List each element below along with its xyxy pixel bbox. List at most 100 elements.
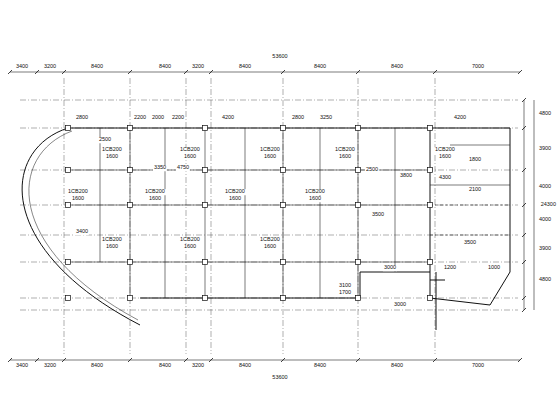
dimension-label: 4750 [176, 165, 190, 171]
dimension-label: 2200 [171, 115, 185, 121]
dim-tick [518, 70, 522, 74]
dimension-label: 53600 [271, 375, 288, 381]
dimension-label: 3100 [338, 283, 352, 289]
dimension-label: 53600 [271, 54, 288, 60]
dimension-label: 4000 [538, 184, 552, 190]
dimension-label: 1600 [105, 244, 119, 250]
dimension-label: 1CB200 [67, 189, 89, 195]
dimension-label: 7000 [471, 64, 485, 70]
dim-tick [522, 296, 526, 300]
dim-tick [8, 358, 12, 362]
dim-tick [128, 358, 132, 362]
dimension-label: 1600 [263, 244, 277, 250]
dim-tick [184, 70, 188, 74]
dim-tick [128, 70, 132, 74]
dimension-label: 8400 [313, 363, 327, 369]
dimension-label: 1700 [338, 290, 352, 296]
dimension-label: 7000 [471, 363, 485, 369]
dimension-label: 3500 [371, 212, 385, 218]
dimension-label: 1600 [148, 196, 162, 202]
dimension-label: 1600 [228, 196, 242, 202]
grid-axis [186, 78, 187, 354]
dimension-label: 3400 [75, 229, 89, 235]
column [356, 168, 361, 173]
dimension-label: 8400 [238, 363, 252, 369]
grid-axis [283, 78, 284, 354]
dimension-label: 1600 [338, 154, 352, 160]
grid-axis [358, 78, 359, 354]
dim-tick [356, 70, 360, 74]
grid-axis [20, 100, 518, 101]
dimension-label: 3200 [43, 363, 57, 369]
dim-tick [35, 358, 39, 362]
grid-axis [20, 205, 518, 206]
dimension-label: 3000 [383, 265, 397, 271]
dimension-label: 8400 [313, 64, 327, 70]
dimension-label: 8400 [238, 64, 252, 70]
grid-axis [20, 235, 518, 236]
column [356, 203, 361, 208]
grid-axis [20, 170, 518, 171]
dimension-label: 1CB200 [224, 189, 246, 195]
dimension-label: 8400 [390, 363, 404, 369]
dimension-label: 4800 [538, 277, 552, 283]
dim-tick [62, 358, 66, 362]
column [281, 296, 286, 301]
dimension-label: 3900 [538, 246, 552, 252]
dimension-label: 3350 [153, 165, 167, 171]
column [356, 260, 361, 265]
column [66, 203, 71, 208]
dimension-label: 2800 [291, 115, 305, 121]
dim-tick [62, 70, 66, 74]
column [128, 296, 133, 301]
column [128, 203, 133, 208]
dim-tick [522, 308, 526, 312]
dimension-label: 1CB200 [144, 189, 166, 195]
grid-axis [211, 78, 212, 354]
column [281, 203, 286, 208]
dim-tick [281, 70, 285, 74]
dimension-label: 1600 [71, 196, 85, 202]
dimension-label: 1600 [308, 196, 322, 202]
dimension-label: 2500 [98, 137, 112, 143]
dim-tick [522, 98, 526, 102]
dimension-label: 1CB200 [101, 147, 123, 153]
grid-axis [435, 78, 436, 354]
dimension-label: 8400 [390, 64, 404, 70]
column [128, 168, 133, 173]
dimension-label: 1CB200 [259, 147, 281, 153]
dimension-label: 2000 [151, 115, 165, 121]
dim-tick [35, 70, 39, 74]
column [128, 260, 133, 265]
column [428, 126, 433, 131]
dimension-label: 1600 [263, 154, 277, 160]
dimension-label: 1CB200 [259, 237, 281, 243]
column [281, 260, 286, 265]
column [356, 126, 361, 131]
dimension-label: 4200 [453, 115, 467, 121]
dimension-label: 1CB200 [434, 147, 456, 153]
dim-tick [184, 358, 188, 362]
dimension-label: 1CB200 [179, 237, 201, 243]
column [428, 296, 433, 301]
column [203, 296, 208, 301]
column [66, 260, 71, 265]
dimension-label: 1CB200 [101, 237, 123, 243]
dimension-label: 1600 [183, 244, 197, 250]
dimension-label: 3200 [43, 64, 57, 70]
dimension-label: 1600 [183, 154, 197, 160]
column [428, 203, 433, 208]
dim-tick [8, 70, 12, 74]
grid-axis [20, 262, 518, 263]
dimension-label: 2800 [75, 115, 89, 121]
column [203, 126, 208, 131]
grid-axis [20, 310, 518, 311]
column [356, 296, 361, 301]
dimension-label: 3200 [191, 64, 205, 70]
dimension-label: 3250 [319, 115, 333, 121]
dimension-label: 4300 [438, 175, 452, 181]
dimension-label: 3500 [463, 240, 477, 246]
dimension-label: 4000 [538, 217, 552, 223]
dimension-label: 4200 [221, 115, 235, 121]
